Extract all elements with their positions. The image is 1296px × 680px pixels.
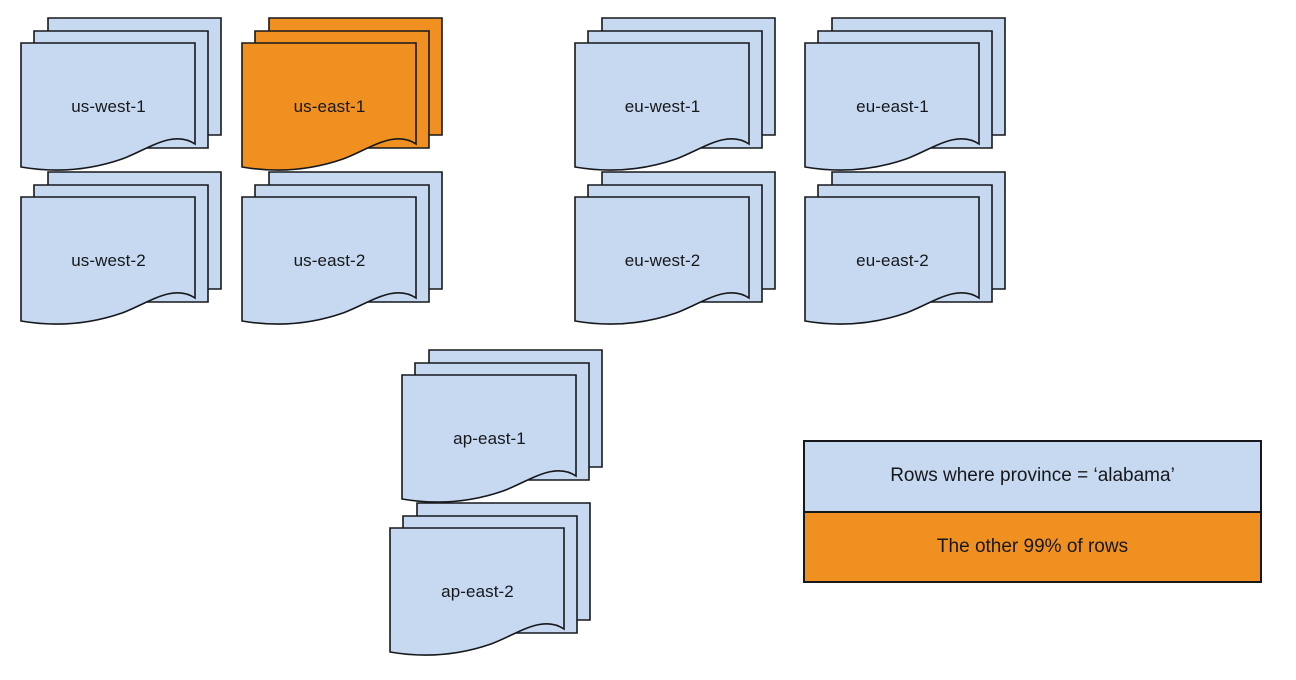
region-stack-us-east-1[interactable]: us-east-1 [241, 17, 443, 173]
legend-item-other-rows: The other 99% of rows [805, 512, 1260, 581]
document-stack-icon [389, 502, 591, 656]
region-stack-us-west-2[interactable]: us-west-2 [20, 171, 222, 327]
region-stack-eu-west-2[interactable]: eu-west-2 [574, 171, 776, 327]
region-stack-ap-east-1[interactable]: ap-east-1 [401, 349, 603, 505]
region-stack-eu-east-1[interactable]: eu-east-1 [804, 17, 1006, 173]
legend-item-matching-rows: Rows where province = ‘alabama’ [805, 442, 1260, 513]
legend-item-label: The other 99% of rows [936, 535, 1129, 557]
document-stack-icon [804, 17, 1006, 171]
legend: Rows where province = ‘alabama’ The othe… [803, 440, 1262, 583]
document-stack-icon [401, 349, 603, 503]
region-stack-eu-west-1[interactable]: eu-west-1 [574, 17, 776, 173]
region-stack-ap-east-2[interactable]: ap-east-2 [389, 502, 591, 658]
legend-item-label: Rows where province = ‘alabama’ [890, 465, 1175, 487]
region-stack-us-east-2[interactable]: us-east-2 [241, 171, 443, 327]
document-stack-icon [574, 17, 776, 171]
document-stack-icon [20, 17, 222, 171]
document-stack-icon [574, 171, 776, 325]
document-stack-icon [20, 171, 222, 325]
document-stack-icon [804, 171, 1006, 325]
region-stack-eu-east-2[interactable]: eu-east-2 [804, 171, 1006, 327]
document-stack-icon [241, 17, 443, 171]
document-stack-icon [241, 171, 443, 325]
region-stack-us-west-1[interactable]: us-west-1 [20, 17, 222, 173]
